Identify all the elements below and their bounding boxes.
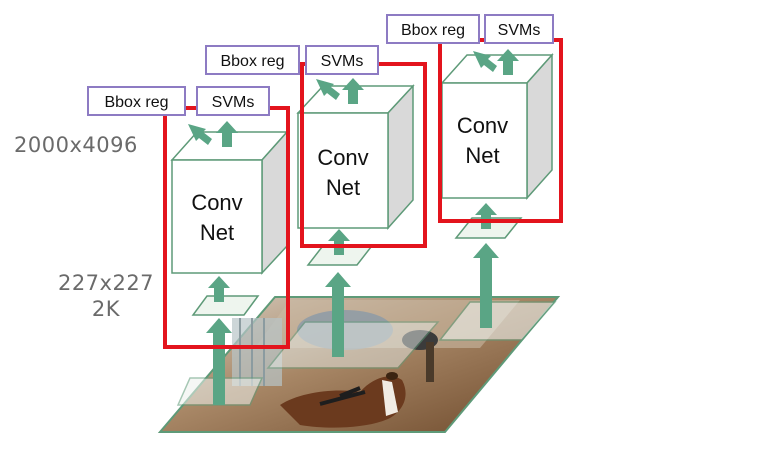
stack-2-bbox-arrow [316,79,340,100]
stack-1-bbox-reg-tag: Bbox reg [87,86,186,116]
stack-3-patch-arrow [475,203,497,229]
stack-1-warped-patch [191,295,260,316]
proposal-region-2 [266,321,440,369]
stack-1-input-arrow [206,318,232,405]
stack-1-svms-tag: SVMs [196,86,270,116]
stack-3-svm-arrow [497,49,519,75]
stack-1-cube-front [171,159,263,274]
stack-3-cube-front [441,82,528,199]
stack-2-svm-arrow [342,78,364,104]
stack-1-net-text: Net [199,220,235,245]
proposal-count-text: 2K [91,297,121,321]
stack-3-conv-text: Conv [456,113,509,138]
stack-2-conv-net-label: Conv Net [298,143,388,203]
stack-3-input-arrow [473,243,499,328]
stack-3-svms-tag: SVMs [484,14,554,44]
stack-2-svms-tag: SVMs [305,45,379,75]
warp-size-text: 227x227 [57,271,155,295]
stack-1-patch-arrow [208,276,230,302]
stack-3-bbox-arrow [473,51,497,72]
horse-shape [280,372,406,428]
stack-3 [438,38,563,328]
stack-3-conv-net-label: Conv Net [440,111,525,171]
stack-2-patch-arrow [328,229,350,255]
stack-1-bbox-arrow [188,124,212,145]
stack-2-conv-text: Conv [317,145,369,170]
warp-size-label: 227x227 2K [54,270,158,322]
feature-size-label: 2000x4096 [14,133,138,157]
stack-2-cube-front [297,112,389,229]
stack-1-conv-net-label: Conv Net [172,188,262,248]
stack-2-net-text: Net [325,175,361,200]
stack-2 [296,62,427,357]
stack-1-svm-arrow [216,121,238,147]
input-image-plane [157,296,561,433]
stack-3-net-text: Net [465,143,500,168]
stack-2-bbox-reg-tag: Bbox reg [205,45,300,75]
proposal-region-3 [438,301,557,341]
stack-3-bbox-reg-tag: Bbox reg [386,14,480,44]
stack-2-input-arrow [325,272,351,357]
stack-1-conv-text: Conv [191,190,243,215]
